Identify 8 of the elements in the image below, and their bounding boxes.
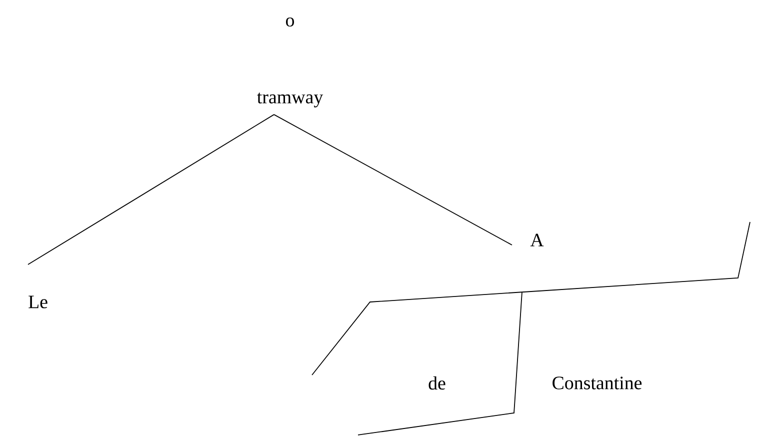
tree-line: [274, 114, 512, 246]
tree-line: [28, 114, 274, 265]
word-label: de: [428, 376, 446, 390]
word-label: tramway: [257, 92, 324, 108]
word-label: Le: [28, 296, 48, 308]
word-label: Constantine: [552, 376, 642, 390]
word-label: o: [286, 17, 294, 27]
word-label: A: [530, 234, 544, 246]
